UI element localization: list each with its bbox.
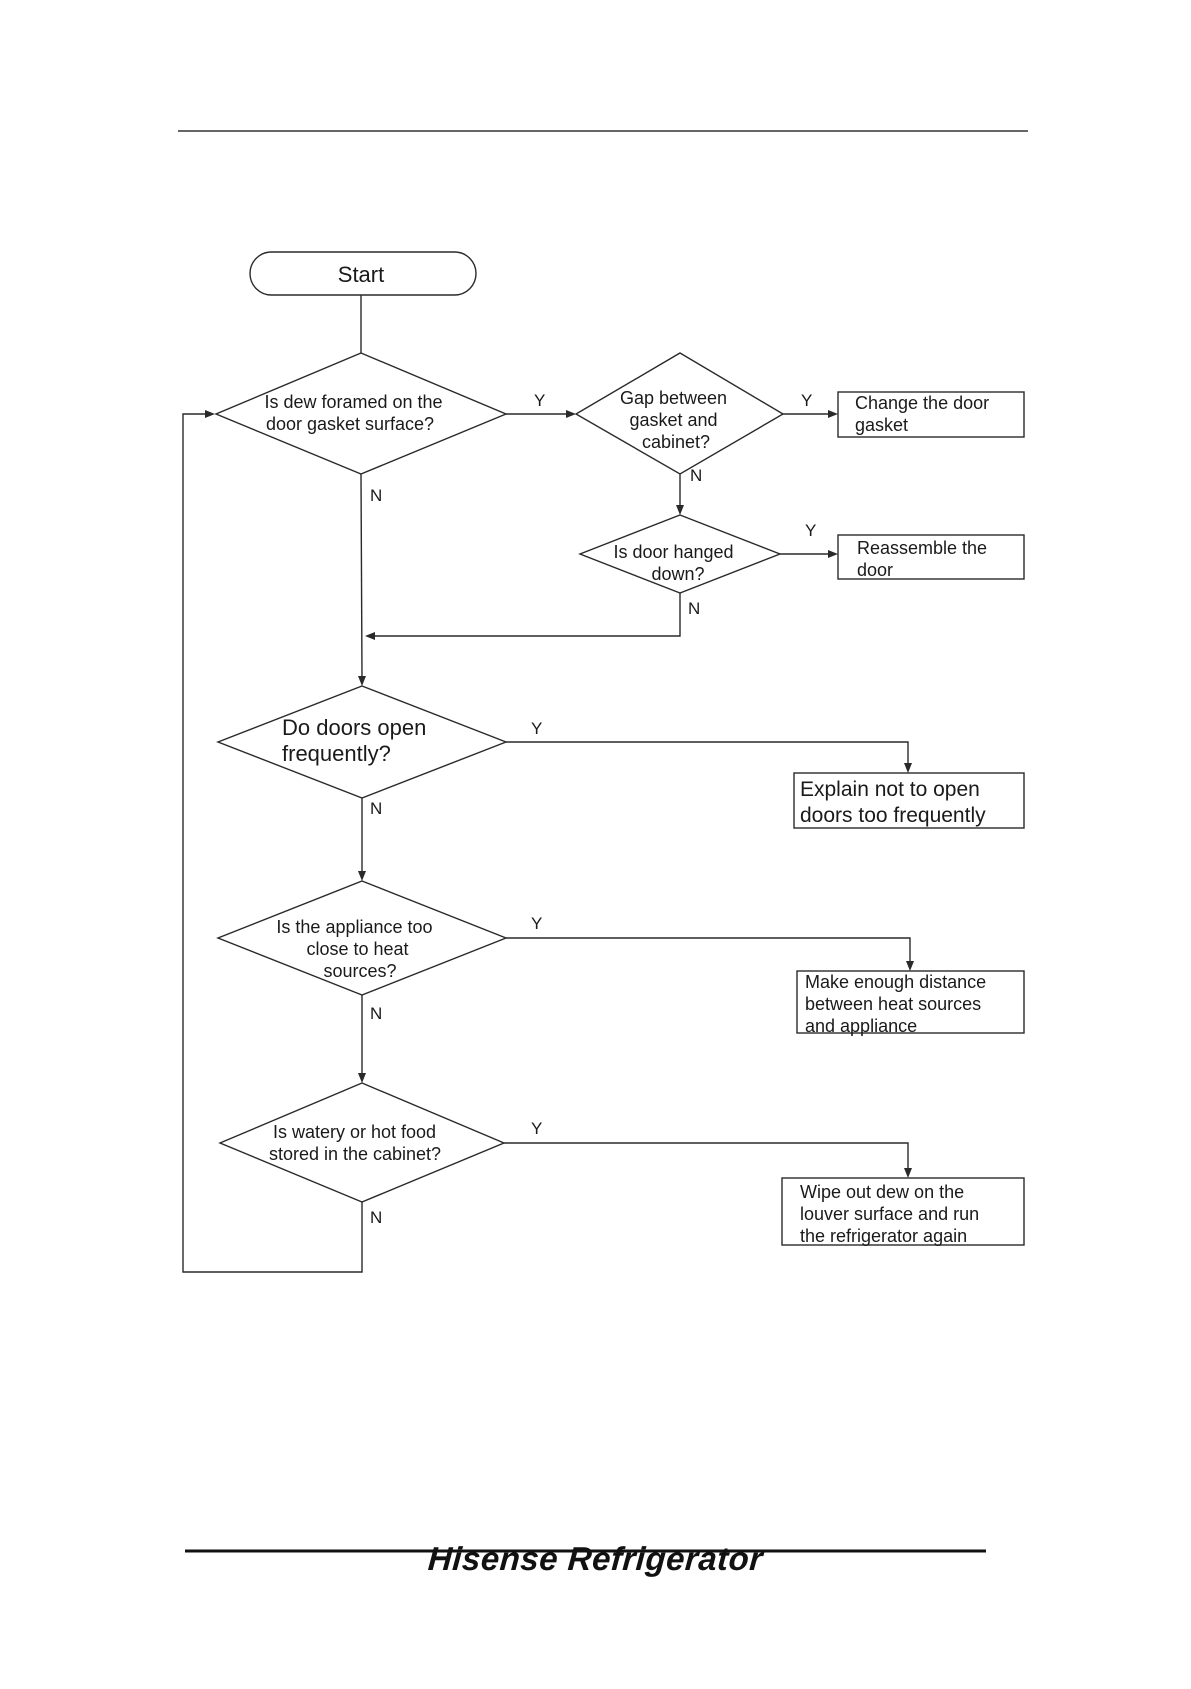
decision-watery-food-text: Is watery or hot food stored in the cabi… — [269, 1122, 441, 1164]
arrowhead — [828, 550, 838, 558]
connector-door-no-merge — [373, 593, 681, 637]
arrowhead — [904, 763, 912, 773]
arrowhead — [904, 1168, 912, 1178]
action-wipe-dew-text: Wipe out dew on the louver surface and r… — [800, 1182, 984, 1246]
no-label: N — [690, 466, 702, 485]
decision-doors-open-text: Do doors open frequently? — [282, 715, 432, 766]
arrowhead — [365, 632, 375, 640]
decision-gap-text: Gap between gasket and cabinet? — [620, 388, 732, 452]
no-label: N — [688, 599, 700, 618]
action-change-gasket-text: Change the door gasket — [855, 393, 994, 435]
decision-doors-open — [216, 685, 508, 799]
brand-logo-text: Hisense Refrigerator — [426, 1540, 765, 1577]
arrowhead — [205, 410, 215, 418]
connector-doors-to-explain — [506, 741, 909, 765]
decision-dew-formed-text: Is dew foramed on the door gasket surfac… — [264, 392, 447, 434]
connector-dew-to-doors — [360, 473, 363, 679]
start-terminator — [249, 251, 477, 296]
decision-watery-food — [218, 1082, 506, 1203]
arrowhead — [906, 961, 914, 971]
action-wipe-dew — [781, 1177, 1025, 1246]
decision-door-hanged-text: Is door hanged down? — [613, 542, 738, 584]
yes-label: Y — [805, 521, 816, 540]
no-label: N — [370, 1208, 382, 1227]
action-make-distance-text: Make enough distance between heat source… — [805, 972, 991, 1036]
decision-heat-sources-text: Is the appliance too close to heat sourc… — [276, 917, 437, 981]
action-reassemble-door — [837, 534, 1025, 580]
arrowhead — [566, 410, 576, 418]
yes-label: Y — [531, 719, 542, 738]
action-explain-doors — [793, 772, 1025, 829]
connector-watery-to-wipe — [504, 1142, 909, 1170]
arrowhead — [358, 871, 366, 881]
yes-label: Y — [531, 1119, 542, 1138]
start-label: Start — [338, 262, 384, 287]
yes-label: Y — [534, 391, 545, 410]
arrowhead — [676, 505, 684, 515]
connector-heat-to-distance — [506, 937, 911, 963]
yes-label: Y — [531, 914, 542, 933]
arrowhead — [358, 676, 366, 686]
decision-dew-formed — [214, 352, 508, 475]
no-label: N — [370, 1004, 382, 1023]
connectors — [182, 295, 914, 1273]
action-change-gasket — [837, 391, 1025, 438]
decision-door-hanged — [578, 514, 782, 594]
arrowhead — [828, 410, 838, 418]
action-explain-doors-text: Explain not to open doors too frequently — [800, 778, 986, 827]
decision-gap — [574, 352, 785, 475]
no-label: N — [370, 486, 382, 505]
action-reassemble-door-text: Reassemble the door — [857, 538, 992, 580]
arrowhead — [358, 1073, 366, 1083]
yes-label: Y — [801, 391, 812, 410]
decision-heat-sources — [216, 880, 508, 996]
no-label: N — [370, 799, 382, 818]
connector-loop-back — [182, 413, 363, 1273]
action-make-distance — [796, 970, 1025, 1034]
